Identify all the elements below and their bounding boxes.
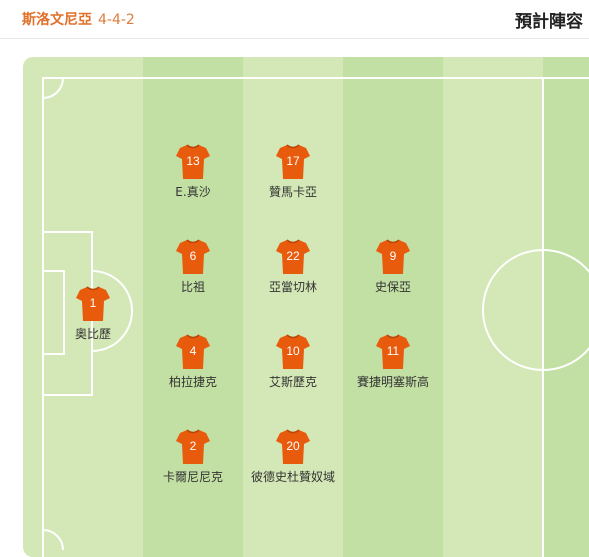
player-name: 柏拉捷克	[168, 375, 217, 389]
team-label: 斯洛文尼亞 4-4-2	[22, 9, 135, 29]
jersey-icon: 4	[176, 334, 210, 370]
jersey-icon: 20	[276, 429, 310, 465]
page-title: 預計陣容	[515, 12, 583, 32]
goal-area	[42, 270, 65, 355]
jersey-icon: 13	[176, 144, 210, 180]
jersey-icon: 17	[276, 144, 310, 180]
player-number: 1	[89, 296, 97, 310]
player-card[interactable]: 22 亞當切林	[238, 239, 348, 295]
jersey-icon: 9	[376, 239, 410, 275]
center-circle	[482, 249, 589, 371]
jersey-icon: 1	[76, 286, 110, 322]
pitch-stripe	[543, 57, 589, 557]
player-number: 17	[286, 154, 300, 168]
player-name: 彼德史杜贊奴域	[250, 470, 335, 484]
player-card[interactable]: 11 賽捷明塞斯高	[338, 334, 448, 390]
player-number: 9	[389, 249, 397, 263]
player-name: 賽捷明塞斯高	[356, 375, 429, 389]
player-name: 史保亞	[374, 280, 411, 294]
formation-label: 4-4-2	[98, 12, 135, 28]
player-card[interactable]: 4 柏拉捷克	[138, 334, 248, 390]
player-card[interactable]: 13 E.真沙	[138, 144, 248, 200]
jersey-icon: 22	[276, 239, 310, 275]
player-name: 比祖	[180, 280, 205, 294]
player-number: 13	[186, 154, 200, 168]
player-name: 艾斯歷克	[268, 375, 317, 389]
corner-arc	[42, 77, 64, 99]
player-card[interactable]: 1 奧比歷	[38, 286, 148, 342]
player-number: 11	[386, 344, 400, 358]
player-number: 6	[189, 249, 197, 263]
player-number: 22	[286, 249, 300, 263]
player-name: 奧比歷	[74, 327, 111, 341]
football-pitch: 1 奧比歷 13 E.真沙 6 比祖 4 柏拉捷克 2 卡爾尼尼克	[23, 57, 589, 557]
pitch-stripe	[343, 57, 443, 557]
player-name: E.真沙	[175, 185, 211, 199]
corner-arc	[42, 529, 64, 551]
jersey-icon: 2	[176, 429, 210, 465]
player-card[interactable]: 9 史保亞	[338, 239, 448, 295]
team-name[interactable]: 斯洛文尼亞	[22, 12, 92, 28]
lineup-header: 斯洛文尼亞 4-4-2 預計陣容	[0, 0, 589, 39]
player-number: 2	[189, 439, 197, 453]
player-number: 4	[189, 344, 197, 358]
player-card[interactable]: 10 艾斯歷克	[238, 334, 348, 390]
penalty-arc	[91, 270, 133, 352]
jersey-icon: 10	[276, 334, 310, 370]
player-card[interactable]: 20 彼德史杜贊奴域	[238, 429, 348, 485]
player-card[interactable]: 17 贊馬卡亞	[238, 144, 348, 200]
player-name: 贊馬卡亞	[268, 185, 317, 199]
pitch-stripe	[143, 57, 243, 557]
player-name: 亞當切林	[268, 280, 317, 294]
jersey-icon: 11	[376, 334, 410, 370]
jersey-icon: 6	[176, 239, 210, 275]
player-card[interactable]: 6 比祖	[138, 239, 248, 295]
player-number: 20	[286, 439, 300, 453]
player-name: 卡爾尼尼克	[162, 470, 223, 484]
pitch-markings	[42, 77, 589, 557]
player-number: 10	[286, 344, 300, 358]
player-card[interactable]: 2 卡爾尼尼克	[138, 429, 248, 485]
